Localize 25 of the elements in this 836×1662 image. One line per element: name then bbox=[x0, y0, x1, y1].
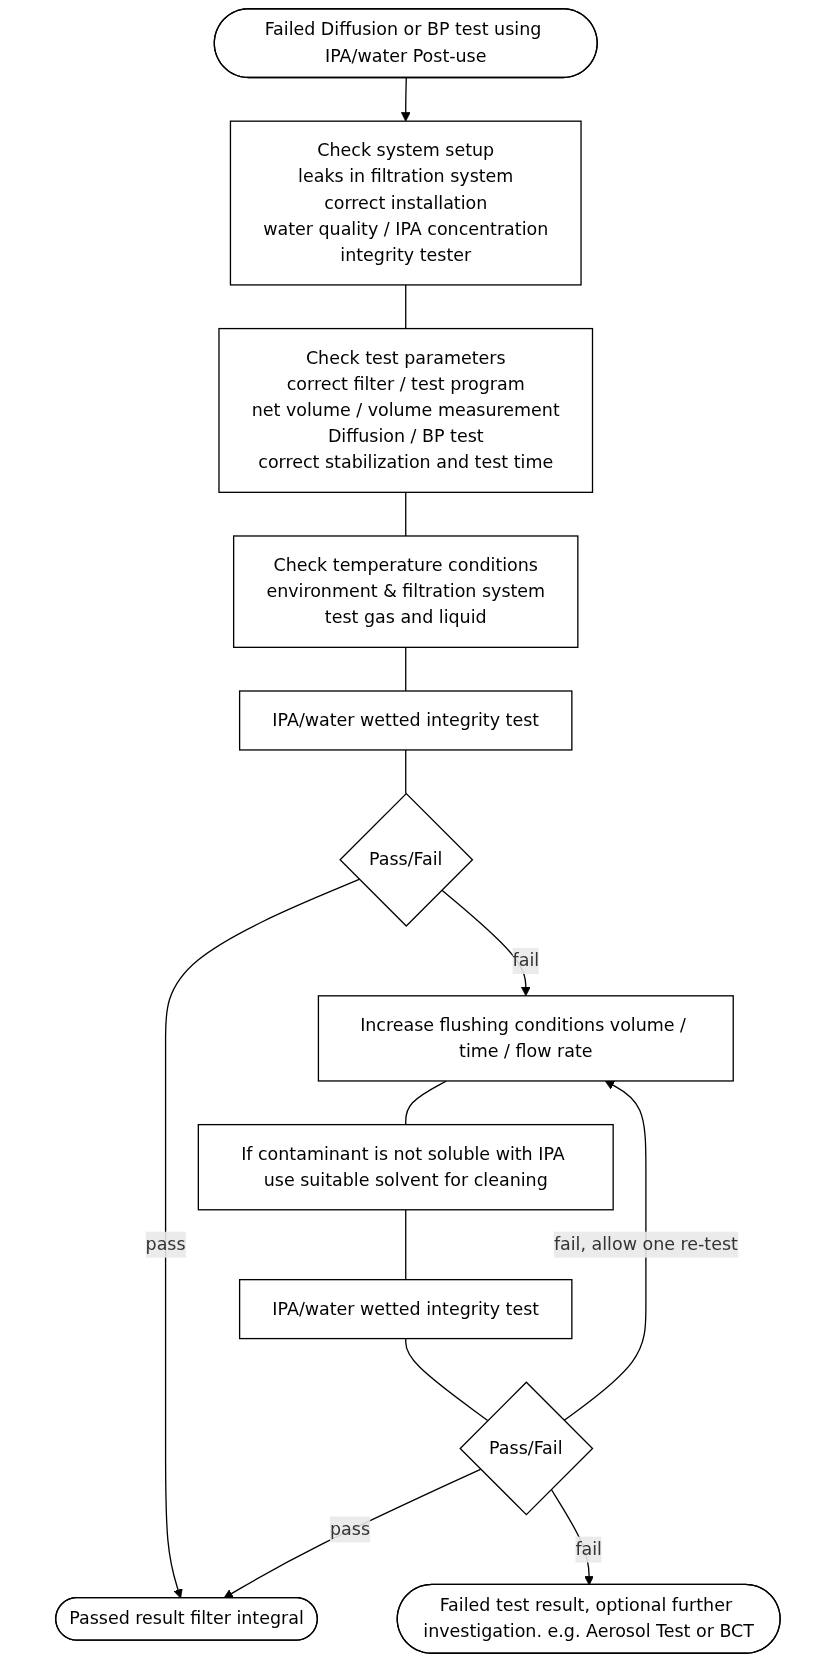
node-box: Increase flushing conditions volume / time / flow rate bbox=[317, 995, 734, 1082]
connector bbox=[405, 1337, 489, 1422]
node-box: Check system setup leaks in filtration system correct installation water quality / IPA concentration integrity tester bbox=[229, 120, 582, 286]
node-box: Check temperature conditions environment & filtration system test gas and liquid bbox=[233, 535, 579, 648]
edge-label: pass bbox=[330, 1518, 371, 1540]
edge-label: fail bbox=[512, 949, 540, 971]
arrow bbox=[165, 878, 360, 1599]
edge-label: pass bbox=[145, 1233, 186, 1255]
connector bbox=[405, 1080, 448, 1126]
connector bbox=[405, 284, 407, 330]
node-box: IPA/water wetted integrity test bbox=[239, 690, 573, 751]
connector bbox=[405, 646, 407, 692]
node-diamond: Pass/Fail bbox=[339, 792, 474, 927]
arrow bbox=[223, 1468, 482, 1599]
node-box: Check test parameters correct filter / test program net volume / volume measurement Diffusion / BP test correct stabilization and test time bbox=[218, 327, 594, 493]
edge-label: fail, allow one re-test bbox=[553, 1233, 738, 1255]
node-box: IPA/water wetted integrity test bbox=[239, 1279, 573, 1340]
connector bbox=[405, 1209, 407, 1281]
arrow bbox=[563, 1080, 647, 1422]
edge-label: fail bbox=[575, 1538, 603, 1560]
connector bbox=[405, 491, 407, 537]
connector bbox=[405, 749, 407, 795]
node-box: If contaminant is not soluble with IPA use suitable solvent for cleaning bbox=[197, 1123, 614, 1211]
node-diamond: Pass/Fail bbox=[459, 1381, 594, 1516]
arrow bbox=[401, 77, 411, 122]
